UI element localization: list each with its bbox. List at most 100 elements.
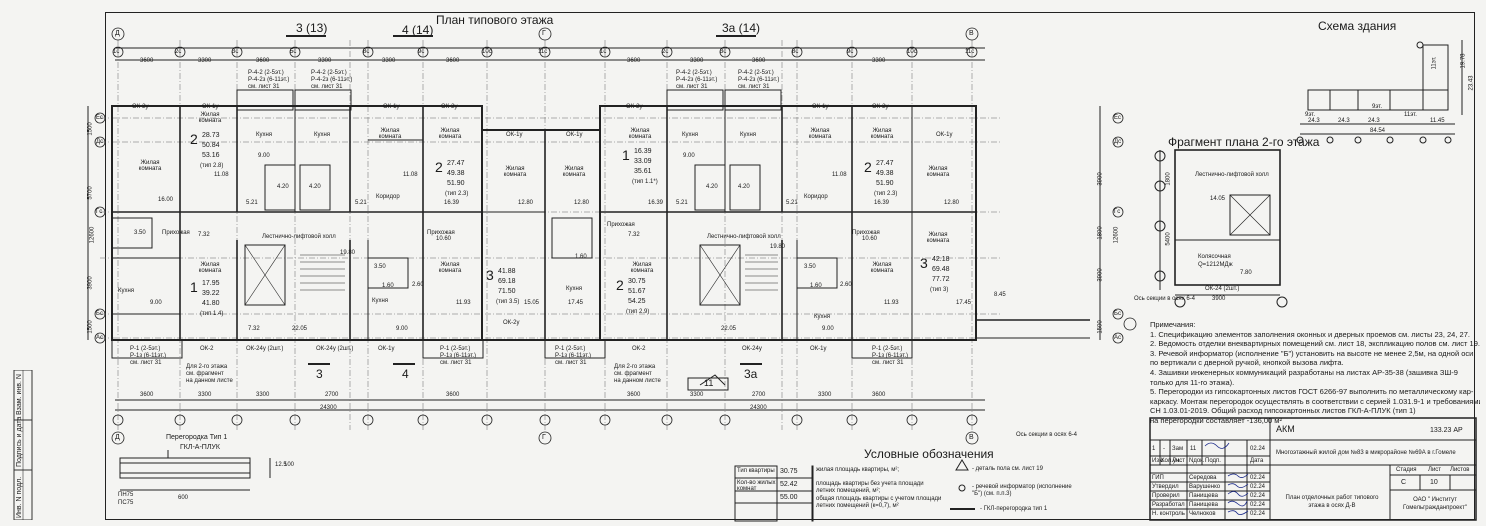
room-label: Кухня bbox=[682, 132, 699, 138]
dimension: 3600 bbox=[752, 58, 766, 64]
dimension: 3600 bbox=[627, 58, 641, 64]
area-value: 11.08 bbox=[214, 172, 229, 178]
area-value: 12.80 bbox=[574, 200, 590, 206]
stamp-rev: 02.24 bbox=[1250, 446, 1266, 452]
area-value: 3.50 bbox=[374, 264, 386, 270]
area-value: 16.39 bbox=[648, 200, 664, 206]
area-value: 1.60 bbox=[575, 254, 587, 260]
note-line: 2. Ведомость отделки внеквартирных помещ… bbox=[1150, 339, 1480, 349]
area-value: 5.21 bbox=[246, 200, 258, 206]
legend-item: общая площадь квартиры с учетом площади … bbox=[816, 496, 942, 509]
area-value: 5.21 bbox=[355, 200, 367, 206]
area-value: 1.60 bbox=[382, 283, 394, 289]
stamp-company: ОАО " Институт Гомельгражданпроект" bbox=[1403, 497, 1467, 511]
legend-item: площадь квартиры без учета площади летни… bbox=[816, 481, 924, 494]
stamp-project: Многоэтажный жилой дом №83 в микрорайоне… bbox=[1276, 450, 1456, 456]
area-value: 16.39 bbox=[444, 200, 460, 206]
area-value: 11.08 bbox=[832, 172, 847, 178]
stamp-date: 02.24 bbox=[1250, 511, 1266, 517]
dimension: 3300 bbox=[198, 392, 212, 398]
stamp-rev: 1 bbox=[1152, 446, 1156, 452]
stamp-rev: Зам bbox=[1172, 446, 1184, 452]
room-label: Лестнично-лифтовой холл bbox=[262, 234, 336, 240]
fragment-label: Колясочная bbox=[1198, 254, 1231, 260]
axis-label: Гс bbox=[1114, 209, 1121, 215]
fragment-label: Лестнично-лифтовой холл bbox=[1195, 172, 1269, 178]
opening-label: ОК-2у bbox=[132, 104, 149, 110]
room-label: Коридор bbox=[376, 194, 400, 200]
dimension: 3300 bbox=[690, 392, 704, 398]
axis-label: Ес bbox=[96, 115, 103, 121]
stamp-date: 02.24 bbox=[1250, 475, 1266, 481]
opening-label: ОК-1у bbox=[936, 132, 953, 138]
opening-label: ОК-24у (2шт.) bbox=[246, 346, 284, 352]
legend-symbols bbox=[734, 459, 975, 522]
area-value: 2.60 bbox=[412, 282, 424, 288]
room-label: Жилая комната bbox=[198, 262, 222, 274]
axis-label: В bbox=[969, 434, 974, 441]
dimension: 2700 bbox=[752, 392, 766, 398]
area-value: 19.80 bbox=[770, 244, 786, 250]
room-label: Жилая комната bbox=[870, 128, 894, 140]
axis-number: 10с bbox=[907, 49, 917, 55]
room-label: Жилая комната bbox=[926, 232, 950, 244]
note-line: каркасу. Монтаж перегородок осуществлять… bbox=[1150, 396, 1480, 406]
opening-label: ОК-1у bbox=[202, 104, 219, 110]
dimension: 3600 bbox=[446, 392, 460, 398]
axis-number: 9с bbox=[847, 49, 854, 55]
area-value: 4.20 bbox=[309, 184, 321, 190]
room-label: Кухня bbox=[566, 286, 583, 292]
opening-label: ОК-1у bbox=[812, 104, 829, 110]
axis-number: 11с bbox=[965, 49, 975, 55]
section-axis-label: Ось секции в осях 6-4 bbox=[1134, 296, 1196, 302]
partition-dim: 600 bbox=[178, 495, 189, 501]
dimension: 3300 bbox=[198, 58, 212, 64]
scheme-label: 11эт. bbox=[1404, 112, 1417, 118]
stamp-sheets-label: Листов bbox=[1450, 467, 1470, 473]
room-label: Прихожая bbox=[607, 222, 635, 228]
axis-label: Ес bbox=[1114, 115, 1121, 121]
area-value: 10.60 bbox=[862, 236, 878, 242]
stamp-role: Разработал bbox=[1152, 502, 1185, 508]
area-value: 11.08 bbox=[403, 172, 418, 178]
axis-label: Г bbox=[542, 434, 546, 441]
axis-number: 2с bbox=[662, 49, 669, 55]
area-value: 1.60 bbox=[810, 283, 822, 289]
note-line: на перегородки составляет -136,00 м² bbox=[1150, 415, 1282, 425]
legend-value: 55.00 bbox=[780, 494, 798, 501]
stamp-col: Изм. bbox=[1152, 458, 1165, 464]
fragment-drawing bbox=[1154, 149, 1288, 308]
note-line: 3. Речевой информатор (исполнение "Б") у… bbox=[1150, 348, 1474, 358]
area-value: 22.05 bbox=[721, 326, 737, 332]
room-label: Кухня bbox=[256, 132, 273, 138]
partition-label: ПН75 bbox=[118, 492, 134, 498]
stamp-name: Панищева bbox=[1189, 502, 1218, 508]
stamp-role: Утвердил bbox=[1152, 484, 1179, 490]
note-line: 4. Зашивки инженерных коммуникаций разра… bbox=[1150, 367, 1458, 377]
section-axis-label: Ось секции в осях 6-4 bbox=[1016, 432, 1078, 438]
axis-number: 5с bbox=[290, 49, 297, 55]
area-value: 4.20 bbox=[277, 184, 289, 190]
dimension-total: 24300 bbox=[750, 405, 767, 411]
axis-number: 3с bbox=[720, 49, 727, 55]
stamp-code: 133.23 АР bbox=[1430, 427, 1463, 434]
area-value: 8.45 bbox=[994, 292, 1006, 298]
partition-note: Р-1 (2-5эт.)Р-1з (6-11эт.)см. лист 31 bbox=[440, 346, 476, 366]
axis-label: Дс bbox=[96, 139, 104, 145]
dimension: 2700 bbox=[325, 392, 339, 398]
axis-label: Г bbox=[542, 30, 546, 37]
legend-symbol-text: - деталь пола см. лист 19 bbox=[972, 466, 1043, 472]
stamp-drawing-title: План отделочных работ типового этажа в о… bbox=[1285, 495, 1379, 509]
area-value: 12.80 bbox=[944, 200, 960, 206]
stamp-col: Nдок. bbox=[1189, 458, 1205, 464]
dimension: 3300 bbox=[382, 58, 396, 64]
partition-detail bbox=[119, 450, 271, 491]
dimension: 3300 bbox=[872, 58, 886, 64]
opening-label: ОК-2у bbox=[503, 320, 520, 326]
scheme-dim: 24.3 bbox=[1368, 118, 1380, 124]
stamp-date: 02.24 bbox=[1250, 484, 1266, 490]
partition-title: Перегородка Тип 1 bbox=[166, 434, 228, 441]
area-value: 16.39 bbox=[874, 200, 890, 206]
